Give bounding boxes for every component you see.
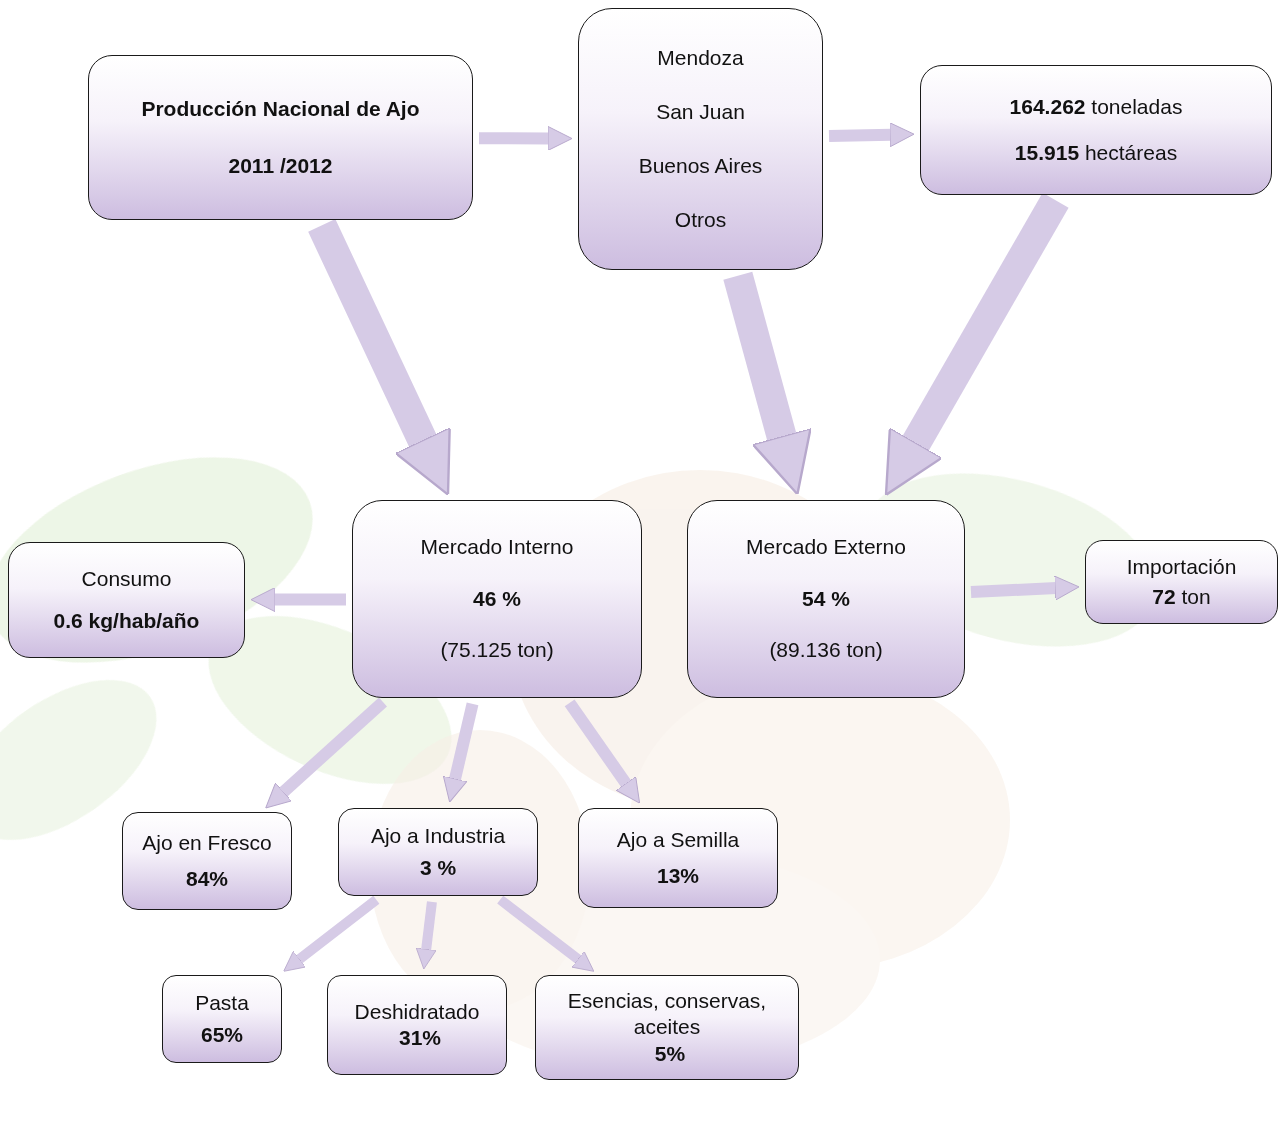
block-arrow xyxy=(274,593,346,605)
box-text: 46 % xyxy=(473,586,521,612)
process-box: Ajo a Semilla 13% xyxy=(578,808,778,908)
box-text: San Juan xyxy=(656,99,745,125)
block-arrow xyxy=(914,200,1055,445)
box-text: Mercado Externo xyxy=(746,534,906,560)
box-text: Importación xyxy=(1127,554,1237,580)
block-arrow xyxy=(570,703,627,784)
block-arrow xyxy=(829,135,891,136)
block-arrow xyxy=(299,900,377,960)
process-box: Ajo a Industria 3 % xyxy=(338,808,538,896)
box-text: 31% xyxy=(399,1025,441,1051)
box-text: 65% xyxy=(201,1022,243,1048)
process-box: Pasta 65% xyxy=(162,975,282,1063)
box-text: Producción Nacional de Ajo xyxy=(141,96,419,122)
process-box: Producción Nacional de Ajo 2011 /2012 xyxy=(88,55,473,220)
process-box: Consumo 0.6 kg/hab/año xyxy=(8,542,245,658)
process-box: Deshidratado31% xyxy=(327,975,507,1075)
box-text: Esencias, conservas, aceites xyxy=(546,988,788,1041)
block-arrow xyxy=(322,225,424,443)
process-box: 164.262 toneladas 15.915 hectáreas xyxy=(920,65,1272,195)
box-text: 15.915 hectáreas xyxy=(1015,140,1177,166)
box-text: Consumo xyxy=(82,566,172,592)
process-box: Esencias, conservas, aceites5% xyxy=(535,975,799,1080)
box-text: Pasta xyxy=(195,990,249,1016)
box-text: Deshidratado xyxy=(355,999,480,1025)
box-text: Buenos Aires xyxy=(639,153,763,179)
box-text: 84% xyxy=(186,866,228,892)
box-text: 54 % xyxy=(802,586,850,612)
box-text: (75.125 ton) xyxy=(440,637,553,663)
box-text: Ajo a Industria xyxy=(371,823,505,849)
box-text: Ajo en Fresco xyxy=(142,830,272,856)
process-box: Mercado Externo 54 % (89.136 ton) xyxy=(687,500,965,698)
block-arrow xyxy=(500,900,579,960)
process-box: Mercado Interno 46 % (75.125 ton) xyxy=(352,500,642,698)
block-arrow xyxy=(479,132,549,144)
box-text: Otros xyxy=(675,207,726,233)
box-text: (89.136 ton) xyxy=(769,637,882,663)
process-box: Importación 72 ton xyxy=(1085,540,1278,624)
box-text: Ajo a Semilla xyxy=(617,827,740,853)
block-arrow xyxy=(971,588,1056,592)
process-box: Ajo en Fresco 84% xyxy=(122,812,292,910)
block-arrow xyxy=(283,702,383,793)
box-text: 3 % xyxy=(420,855,456,881)
box-text: 2011 /2012 xyxy=(229,153,333,179)
box-text: 0.6 kg/hab/año xyxy=(54,608,200,634)
block-arrow xyxy=(426,902,432,950)
box-text: 13% xyxy=(657,863,699,889)
block-arrow xyxy=(455,704,473,780)
box-text: 5% xyxy=(655,1041,685,1067)
process-box: MendozaSan JuanBuenos AiresOtros xyxy=(578,8,823,270)
box-text: Mercado Interno xyxy=(421,534,574,560)
block-arrow xyxy=(738,276,783,439)
box-text: 72 ton xyxy=(1152,584,1210,610)
box-text: Mendoza xyxy=(657,45,743,71)
box-text: 164.262 toneladas xyxy=(1010,94,1183,120)
